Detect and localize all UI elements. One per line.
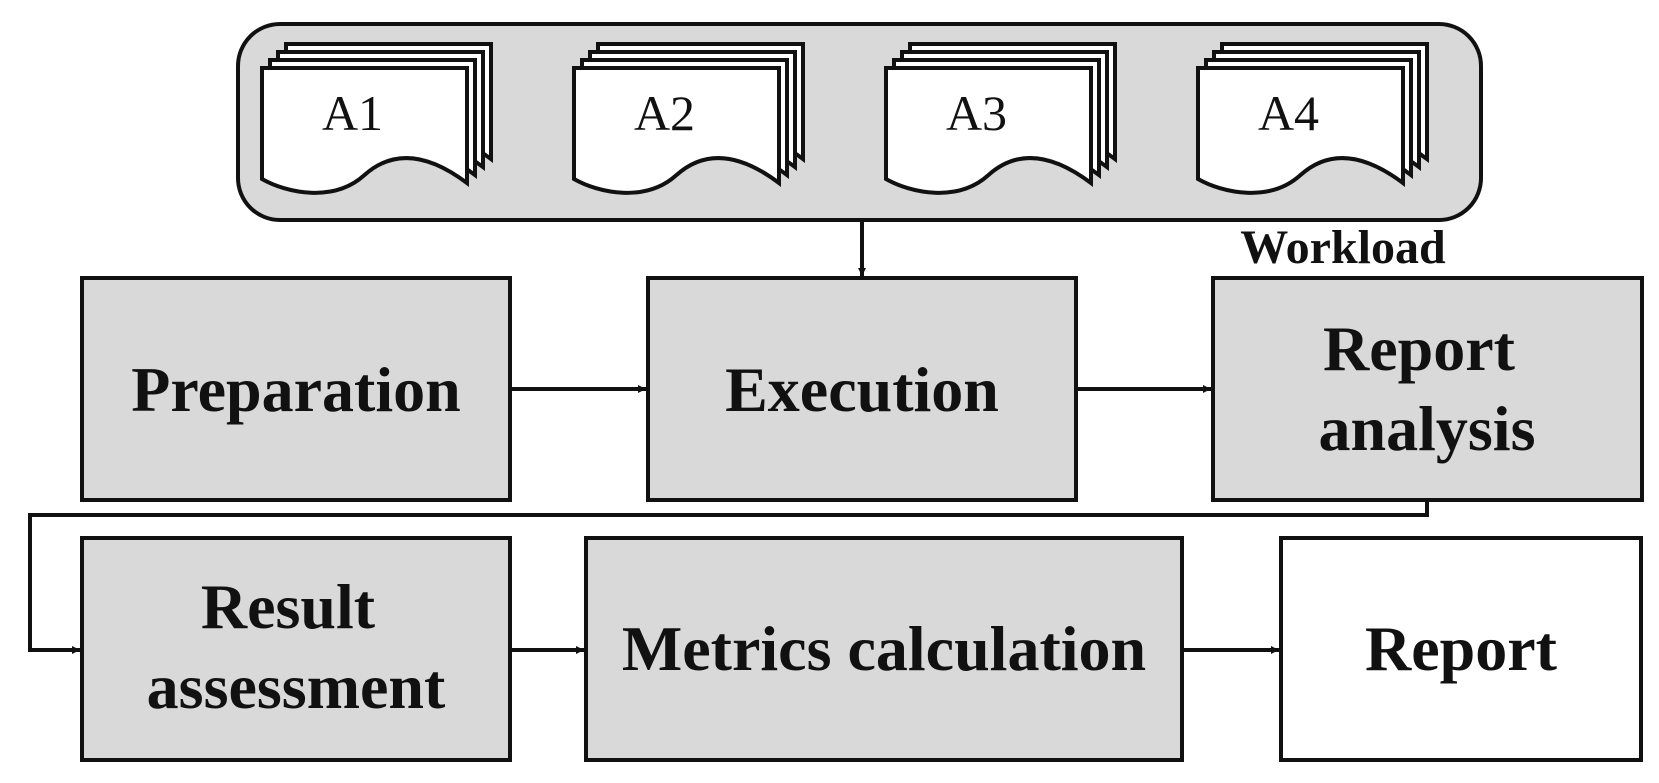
document-label: A3 xyxy=(946,85,1007,141)
report-analysis-line-2: analysis xyxy=(1319,393,1536,464)
preparation-label: Preparation xyxy=(131,354,460,425)
result-assessment-label: Result assessment xyxy=(147,571,446,722)
report-analysis-line-1: Report xyxy=(1323,313,1516,384)
arrow-report-analysis-to-result-assessment xyxy=(28,500,1429,654)
document-label: A1 xyxy=(322,85,383,141)
result-assessment-line-2: assessment xyxy=(147,651,446,722)
report-analysis-label: Report analysis xyxy=(1319,313,1536,464)
report-label: Report xyxy=(1365,613,1558,684)
result-assessment-box xyxy=(80,536,512,762)
document-stacks: A1 A2 A3 A4 xyxy=(260,42,1429,195)
report-analysis-box xyxy=(1211,276,1644,502)
execution-box xyxy=(646,276,1078,502)
document-page xyxy=(884,66,1093,195)
document-page xyxy=(572,66,781,195)
workload-group: Workload xyxy=(236,22,1483,274)
document-page xyxy=(1196,66,1405,195)
document-label: A2 xyxy=(634,85,695,141)
document-stack: A3 xyxy=(884,42,1117,195)
document-stack: A1 xyxy=(260,42,493,195)
execution-label: Execution xyxy=(725,354,999,425)
workload-label: Workload xyxy=(1240,221,1446,274)
workload-container xyxy=(236,22,1483,222)
report-box xyxy=(1279,536,1643,762)
document-page xyxy=(260,66,469,195)
document-label: A4 xyxy=(1258,85,1319,141)
document-stack: A2 xyxy=(572,42,805,195)
metrics-calculation-box xyxy=(584,536,1184,762)
result-assessment-line-1: Result xyxy=(201,571,376,642)
document-stack: A4 xyxy=(1196,42,1429,195)
preparation-box xyxy=(80,276,512,502)
metrics-calculation-label: Metrics calculation xyxy=(622,613,1146,684)
